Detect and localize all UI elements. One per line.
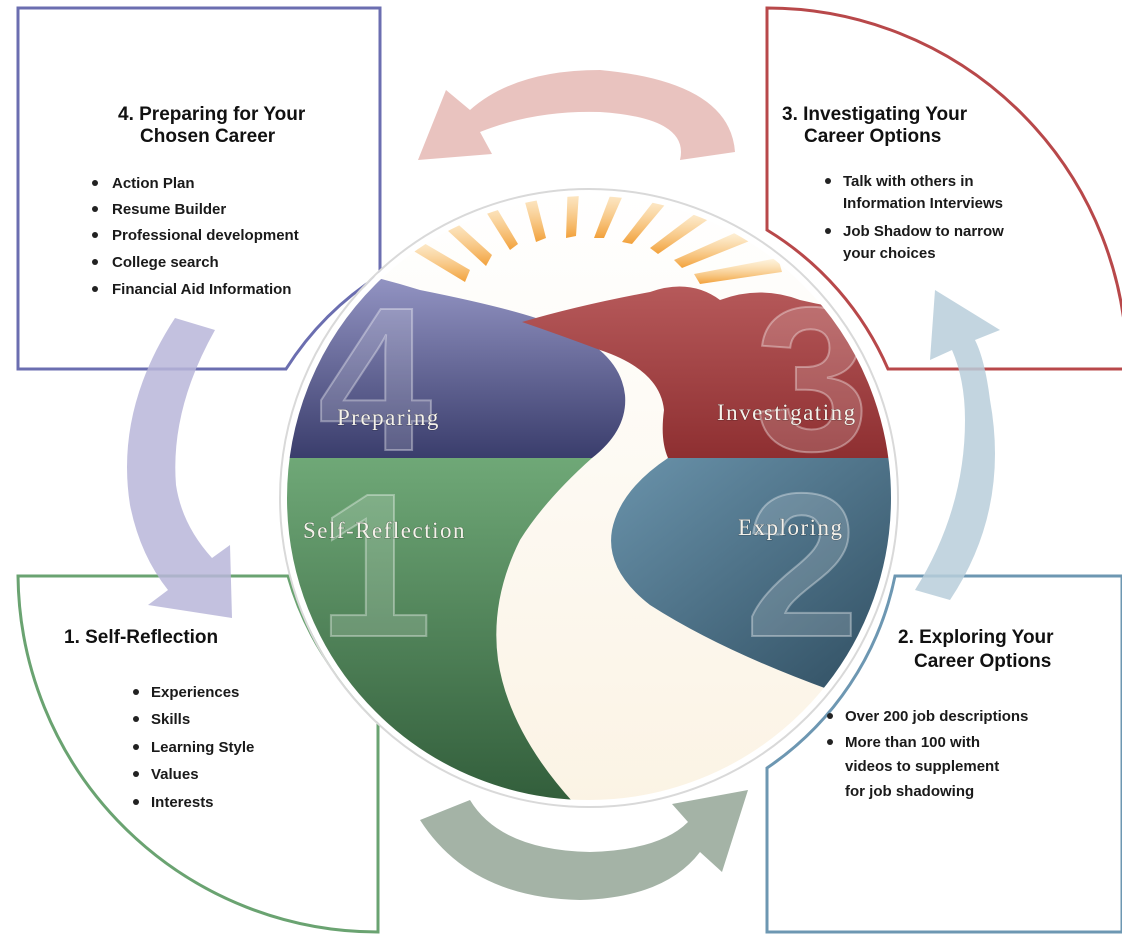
bullet-icon <box>825 178 831 184</box>
quadrant-number-2: 2 <box>745 451 859 680</box>
arrow-investigating-to-preparing <box>418 70 735 160</box>
panel-item: Resume Builder <box>112 201 226 218</box>
panel-item: Interests <box>151 794 214 811</box>
panel-investigating: 3. Investigating Your Career Options Tal… <box>782 104 1004 262</box>
panel-title-investigating-line1: 3. Investigating Your <box>782 104 968 125</box>
arrow-self-reflection-to-exploring <box>420 790 748 900</box>
bullet-icon <box>92 206 98 212</box>
bullet-icon <box>133 744 139 750</box>
panel-title-preparing-line2: Chosen Career <box>140 126 276 147</box>
quadrant-investigating <box>522 286 894 458</box>
quadrant-preparing <box>284 258 626 458</box>
panel-item: Values <box>151 766 199 783</box>
panel-title-preparing-line1: 4. Preparing for Your <box>118 104 306 125</box>
bullet-icon <box>92 286 98 292</box>
bullet-icon <box>92 180 98 186</box>
panel-item: Talk with others in <box>843 173 974 190</box>
panel-outline-exploring <box>765 574 1122 934</box>
panel-item: videos to supplement <box>845 758 999 775</box>
bullet-icon <box>133 689 139 695</box>
bullet-icon <box>133 799 139 805</box>
panel-exploring: 2. Exploring Your Career Options Over 20… <box>827 627 1054 800</box>
panel-item: Information Interviews <box>843 195 1003 212</box>
bullet-icon <box>133 771 139 777</box>
panel-outline-investigating <box>765 6 1122 371</box>
quadrant-label-self-reflection: Self-Reflection <box>303 518 466 543</box>
quadrant-number-1: 1 <box>318 451 432 680</box>
panel-preparing: 4. Preparing for Your Chosen Career Acti… <box>92 104 306 298</box>
quadrant-label-investigating: Investigating <box>717 400 857 425</box>
bullet-icon <box>827 739 833 745</box>
arrow-preparing-to-self-reflection <box>127 318 232 618</box>
panel-self-reflection: 1. Self-Reflection Experiences Skills Le… <box>64 627 254 811</box>
panel-item: Professional development <box>112 227 299 244</box>
panel-item: for job shadowing <box>845 783 974 800</box>
panel-outline-preparing <box>16 6 382 371</box>
quadrant-label-exploring: Exploring <box>738 515 844 540</box>
panel-item: Over 200 job descriptions <box>845 708 1028 725</box>
panel-item: Skills <box>151 711 190 728</box>
panel-item: your choices <box>843 245 936 262</box>
panel-title-self-reflection: 1. Self-Reflection <box>64 627 218 648</box>
panel-item: College search <box>112 254 219 271</box>
bullet-icon <box>92 259 98 265</box>
bullet-icon <box>92 232 98 238</box>
panel-item: Learning Style <box>151 739 254 756</box>
panel-item: Financial Aid Information <box>112 281 291 298</box>
panel-title-exploring-line2: Career Options <box>914 651 1051 672</box>
panel-item: Experiences <box>151 684 239 701</box>
panel-item: Action Plan <box>112 175 195 192</box>
panel-item: More than 100 with <box>845 734 980 751</box>
central-circle-border <box>281 190 897 806</box>
bullet-icon <box>825 228 831 234</box>
panel-title-investigating-line2: Career Options <box>804 126 941 147</box>
quadrant-number-4: 4 <box>318 265 432 494</box>
quadrant-exploring <box>611 458 894 690</box>
bullet-icon <box>133 716 139 722</box>
panel-item: Job Shadow to narrow <box>843 223 1004 240</box>
quadrant-label-preparing: Preparing <box>337 405 440 430</box>
bullet-icon <box>827 713 833 719</box>
panel-title-exploring-line1: 2. Exploring Your <box>898 627 1054 648</box>
arrow-exploring-to-investigating <box>915 290 1000 600</box>
